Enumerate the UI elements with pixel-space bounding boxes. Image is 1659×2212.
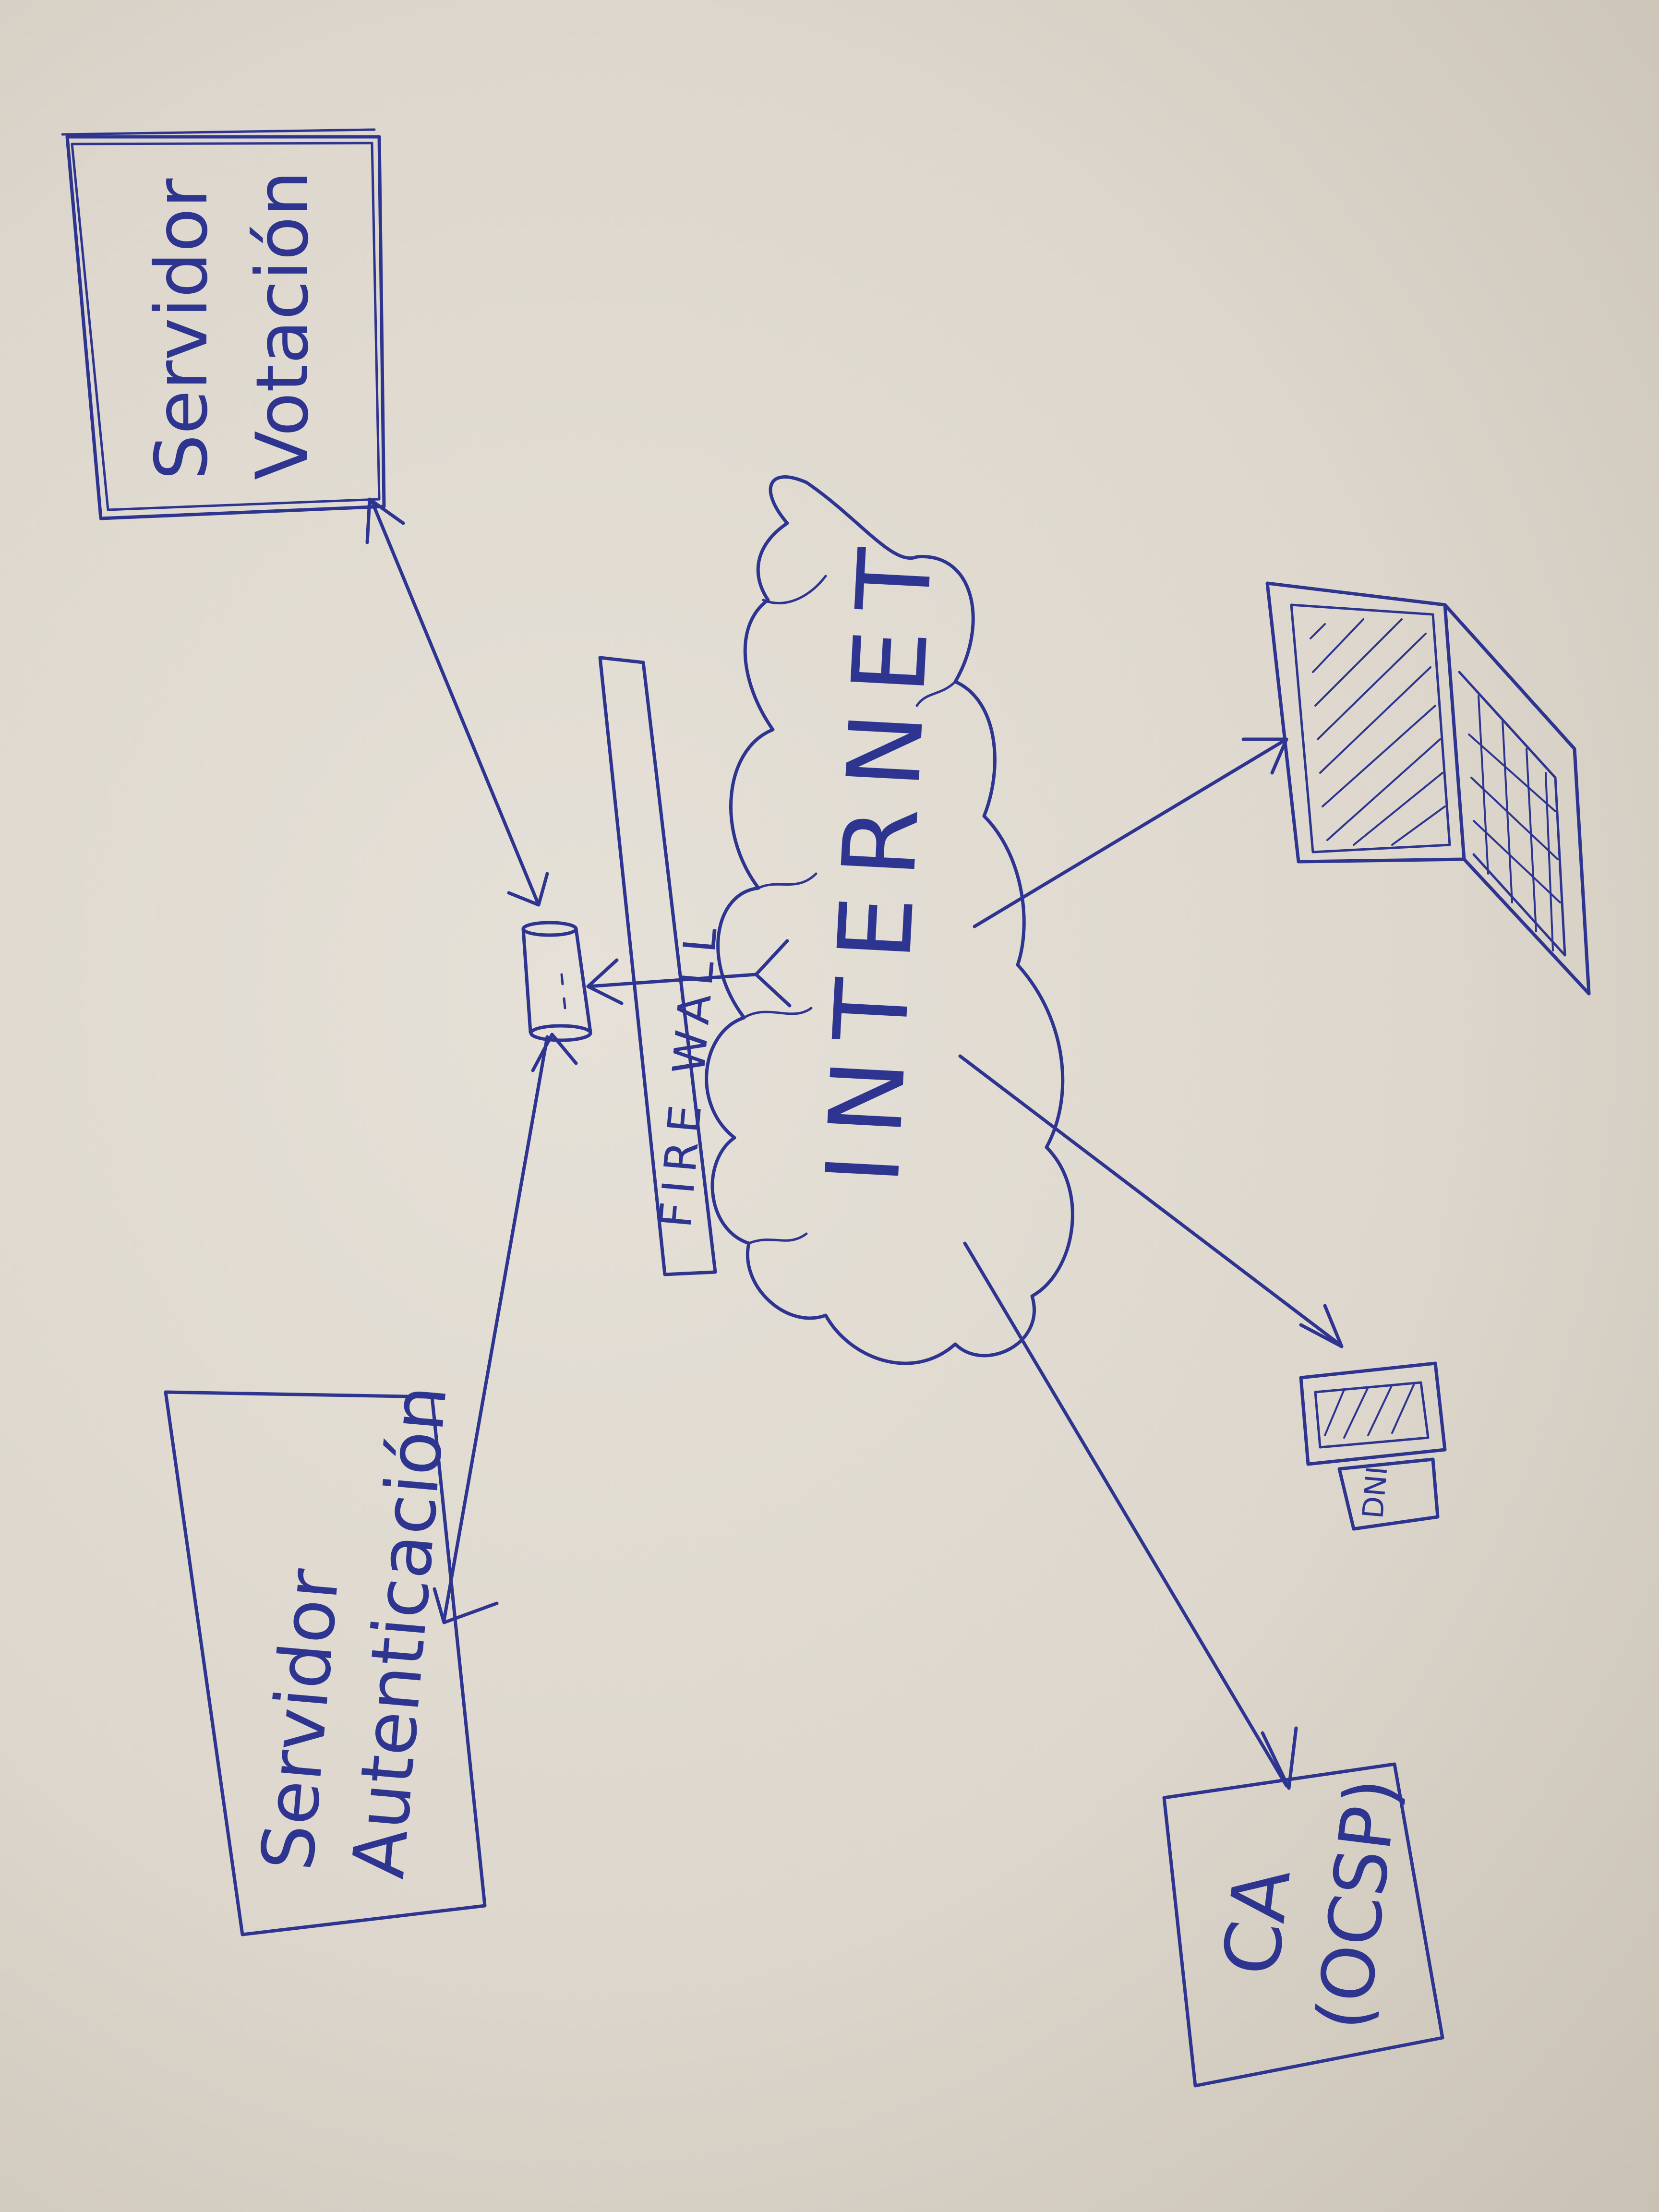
servidor-autenticacion-node: Servidor Autenticación bbox=[164, 1382, 487, 1936]
laptop-keyboard bbox=[1443, 603, 1591, 996]
internet-label: INTERNET bbox=[804, 527, 956, 1187]
servidor-votacion-box bbox=[65, 135, 386, 520]
dni-card-icon: DNI bbox=[1337, 1457, 1440, 1531]
router-icon bbox=[521, 921, 592, 1042]
servidor-autenticacion-label-1: Servidor bbox=[246, 1566, 356, 1874]
internet-cloud: INTERNET bbox=[705, 475, 1074, 1365]
laptop-keys-grid bbox=[1468, 695, 1561, 951]
firewall-node: FIRE WALL bbox=[598, 656, 728, 1276]
connection-votacion-router bbox=[365, 497, 549, 907]
ca-box bbox=[1162, 1762, 1444, 2088]
connection-internet-router bbox=[586, 939, 792, 1008]
connection-internet-ca bbox=[963, 1241, 1298, 1790]
phone-icon bbox=[1299, 1361, 1447, 1466]
ca-label-2: (OCSP) bbox=[1301, 1774, 1415, 2034]
laptop-icon bbox=[1265, 581, 1591, 996]
servidor-votacion-label-2: Votación bbox=[241, 171, 325, 480]
ca-ocsp-node: CA (OCSP) bbox=[1162, 1762, 1444, 2088]
servidor-autenticacion-box bbox=[164, 1390, 487, 1936]
firewall-label: FIRE WALL bbox=[649, 917, 728, 1230]
servidor-votacion-node: Servidor Votación bbox=[61, 128, 386, 520]
cloud-outline bbox=[705, 475, 1074, 1365]
servidor-votacion-label-1: Servidor bbox=[140, 178, 224, 480]
dni-label: DNI bbox=[1356, 1465, 1394, 1520]
connection-router-autenticacion bbox=[433, 1033, 578, 1624]
phone-body bbox=[1299, 1361, 1447, 1466]
ca-label-1: CA bbox=[1206, 1863, 1308, 1980]
firewall-bar bbox=[598, 656, 717, 1276]
laptop-screen-hatch bbox=[1310, 618, 1446, 846]
connection-internet-phone bbox=[958, 1054, 1344, 1348]
connection-internet-laptop bbox=[973, 737, 1288, 928]
servidor-autenticacion-label-2: Autenticación bbox=[337, 1382, 463, 1882]
